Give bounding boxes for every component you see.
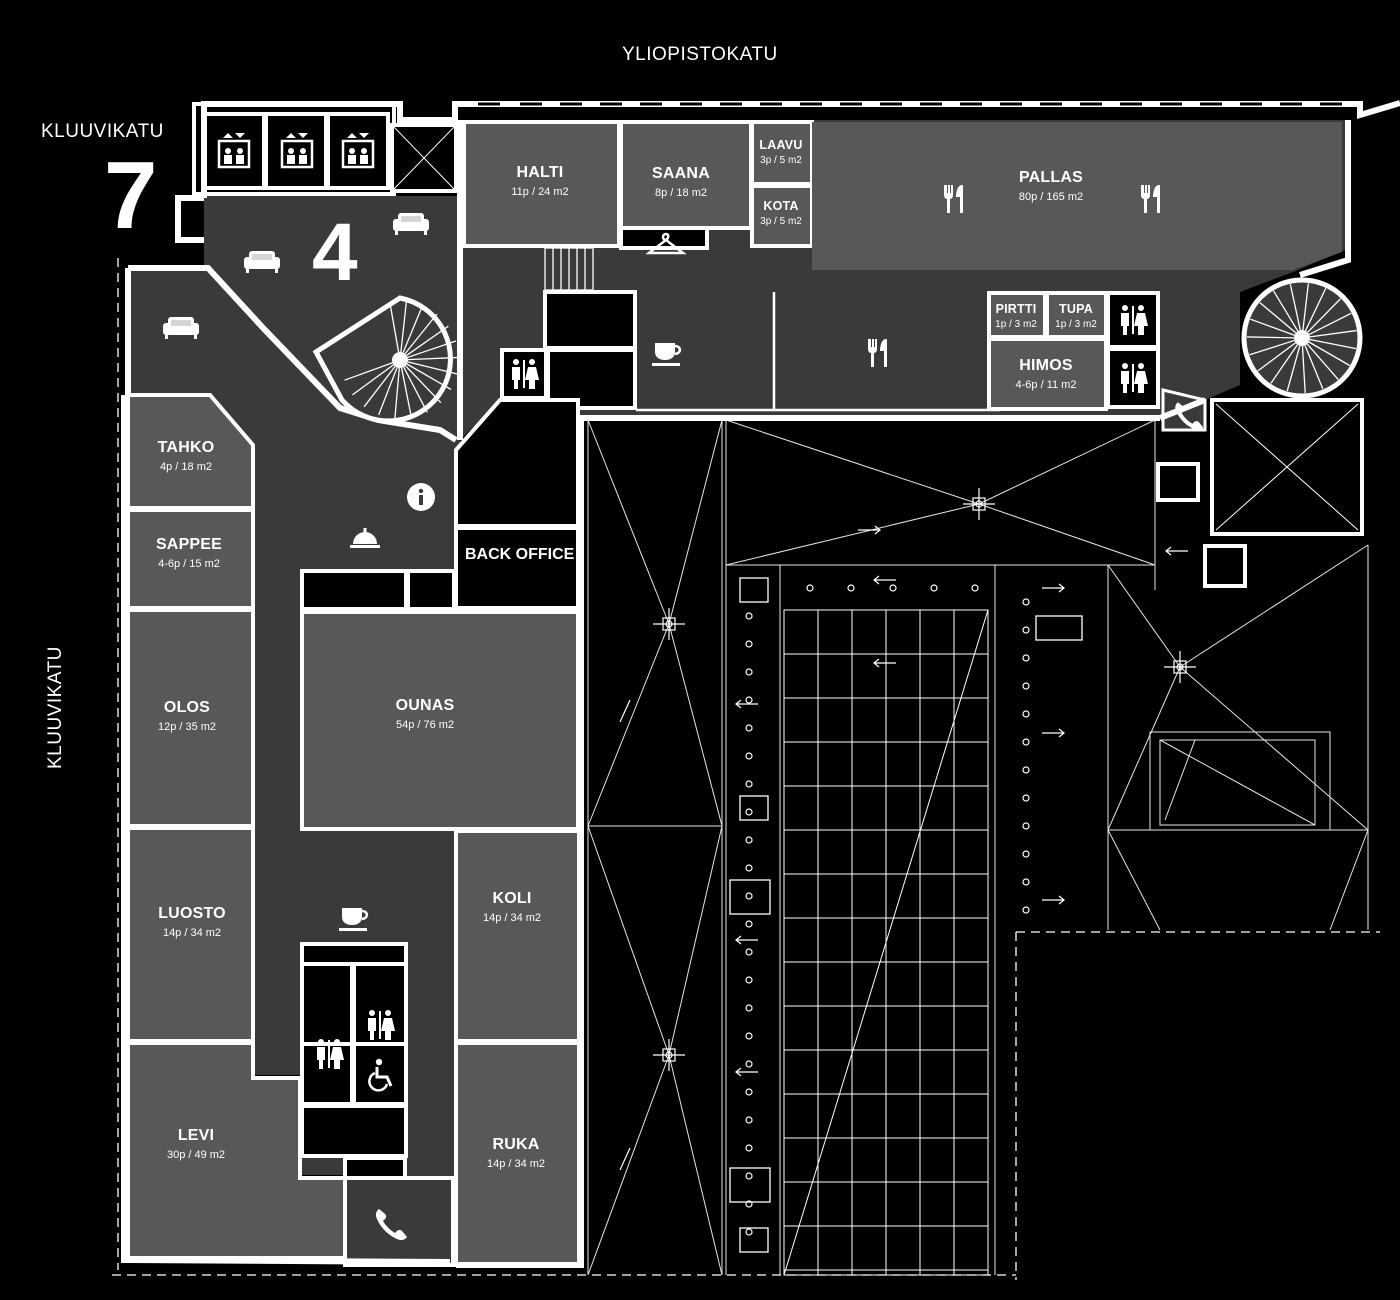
room-name: SAPPEE (155, 536, 223, 553)
room-ruka[interactable]: RUKA 14p / 34 m2 (487, 1136, 545, 1170)
room-capacity: 3p / 5 m2 (760, 216, 802, 227)
room-name: LAAVU (759, 138, 803, 152)
room-name: PALLAS (1018, 169, 1083, 186)
restroom-icon (512, 359, 539, 389)
elevator-icon (217, 131, 251, 169)
room-name: TAHKO (157, 439, 215, 456)
elevator-icon (280, 131, 314, 169)
restaurant-icon (1141, 185, 1160, 213)
room-capacity: 4-6p / 15 m2 (158, 558, 220, 570)
coffee-icon (337, 906, 369, 933)
room-name: PIRTTI (995, 302, 1037, 316)
room-sappee[interactable]: SAPPEE 4-6p / 15 m2 (156, 536, 222, 570)
room-capacity: 4p / 18 m2 (160, 461, 212, 473)
room-kota[interactable]: KOTA 3p / 5 m2 (760, 199, 802, 227)
reception-bell-icon (350, 528, 380, 548)
phone-icon (375, 1209, 407, 1241)
street-label-top: YLIOPISTOKATU (622, 44, 778, 65)
equipment-boxes (729, 577, 1083, 1253)
room-name: HALTI (516, 164, 564, 181)
room-capacity: 30p / 49 m2 (166, 1149, 226, 1161)
room-tahko[interactable]: TAHKO 4p / 18 m2 (158, 439, 215, 473)
room-ounas[interactable]: OUNAS 54p / 76 m2 (396, 697, 455, 731)
room-name: HIMOS (1019, 357, 1073, 374)
room-himos[interactable]: HIMOS 4-6p / 11 m2 (1016, 357, 1077, 391)
room-capacity: 12p / 35 m2 (157, 721, 217, 733)
room-laavu[interactable]: LAAVU 3p / 5 m2 (759, 138, 802, 166)
restroom-icon (368, 1010, 395, 1040)
street-label-left-top: KLUUVIKATU (41, 121, 164, 142)
room-olos[interactable]: OLOS 12p / 35 m2 (158, 699, 216, 733)
outer-walls (121, 100, 1400, 1268)
sofa-icon (244, 251, 280, 273)
restaurant-icon (944, 185, 963, 213)
room-name: RUKA (492, 1136, 540, 1153)
back-office-label: BACK OFFICE (465, 546, 575, 563)
room-capacity: 8p / 18 m2 (655, 187, 707, 199)
room-name: OUNAS (395, 697, 455, 714)
spiral-staircase (312, 295, 459, 424)
site-boundary (112, 258, 1380, 1280)
room-capacity: 11p / 24 m2 (511, 186, 569, 198)
room-name: SAANA (652, 165, 710, 182)
room-levi[interactable]: LEVI 30p / 49 m2 (167, 1127, 225, 1161)
room-halti[interactable]: HALTI 11p / 24 m2 (511, 164, 568, 198)
sofa-icon (393, 213, 429, 235)
room-name: KOTA (763, 199, 799, 213)
room-name: LUOSTO (158, 905, 226, 922)
restaurant-icon (868, 339, 887, 367)
room-capacity: 1p / 3 m2 (995, 319, 1037, 330)
room-name: OLOS (163, 699, 211, 716)
room-tupa[interactable]: TUPA 1p / 3 m2 (1055, 302, 1097, 330)
info-icon (407, 483, 435, 511)
building-number: 7 (104, 142, 158, 249)
room-koli[interactable]: KOLI 14p / 34 m2 (483, 890, 541, 924)
restroom-icon (317, 1039, 344, 1069)
room-luosto[interactable]: LUOSTO 14p / 34 m2 (158, 905, 226, 939)
room-capacity: 80p / 165 m2 (1018, 191, 1084, 203)
accessible-restroom-icon (368, 1058, 393, 1092)
phone-icon (1175, 402, 1204, 431)
room-capacity: 14p / 34 m2 (482, 912, 542, 924)
room-saana[interactable]: SAANA 8p / 18 m2 (652, 165, 710, 199)
room-name: KOLI (492, 890, 532, 907)
room-name: TUPA (1059, 302, 1093, 316)
restroom-icon (1121, 305, 1148, 335)
room-capacity: 1p / 3 m2 (1055, 319, 1097, 330)
room-capacity: 54p / 76 m2 (395, 719, 455, 731)
sofa-icon (163, 317, 199, 339)
room-capacity: 14p / 34 m2 (162, 927, 222, 939)
room-capacity: 14p / 34 m2 (486, 1158, 546, 1170)
rooms-shapes (126, 120, 1342, 1267)
room-pirtti[interactable]: PIRTTI 1p / 3 m2 (995, 302, 1037, 330)
arrow-icon (619, 525, 1188, 1171)
floor-number: 4 (312, 207, 358, 298)
restroom-icon (1121, 363, 1148, 393)
room-pallas[interactable]: PALLAS 80p / 165 m2 (1019, 169, 1083, 203)
elevator-icon (341, 131, 375, 169)
room-name: LEVI (177, 1127, 215, 1144)
coat-hanger-icon (645, 232, 687, 255)
spiral-staircase-2 (1241, 277, 1363, 399)
room-capacity: 4-6p / 11 m2 (1015, 379, 1077, 391)
room-capacity: 3p / 5 m2 (760, 155, 802, 166)
coffee-icon (650, 341, 682, 368)
